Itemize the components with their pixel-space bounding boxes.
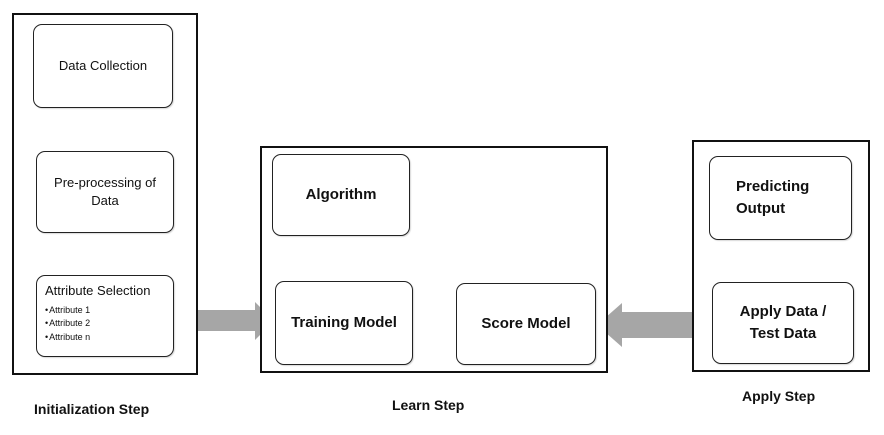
apply-step-label: Apply Step	[742, 388, 816, 404]
arrow-right-init-learn	[178, 302, 274, 340]
apply-data-line1: Apply Data /	[739, 303, 827, 321]
score-model-label: Score Model	[481, 315, 571, 333]
preprocessing-box: Pre-processing of Data	[36, 151, 174, 233]
learn-step-label: Learn Step	[392, 397, 465, 413]
apply-data-line2: Test Data	[749, 325, 817, 342]
preprocessing-label-line1: Pre-processing of	[54, 175, 156, 191]
training-model-label: Training Model	[291, 314, 397, 332]
algorithm-box: Algorithm	[272, 154, 410, 236]
training-model-box: Training Model	[275, 281, 413, 365]
predicting-output-box: Predicting Output	[709, 156, 852, 240]
apply-data-box: Apply Data / Test Data	[712, 282, 854, 364]
attribute-item: Attribute 1	[45, 304, 90, 318]
initialization-step-label: Initialization Step	[34, 401, 150, 417]
attribute-selection-box: Attribute Selection Attribute 1 Attribut…	[36, 275, 174, 357]
data-collection-box: Data Collection	[33, 24, 173, 108]
predicting-output-line1: Predicting	[736, 178, 810, 196]
attribute-list: Attribute 1 Attribute 2 Attribute n	[45, 304, 90, 346]
preprocessing-label-line2: Data	[91, 193, 119, 208]
predicting-output-line2: Output	[736, 200, 786, 217]
arrow-left-apply-score	[597, 303, 710, 347]
attribute-item: Attribute n	[45, 331, 90, 345]
attribute-item: Attribute 2	[45, 317, 90, 331]
data-collection-label: Data Collection	[58, 58, 148, 74]
algorithm-label: Algorithm	[305, 186, 377, 204]
score-model-box: Score Model	[456, 283, 596, 365]
attribute-selection-title: Attribute Selection	[45, 283, 151, 298]
